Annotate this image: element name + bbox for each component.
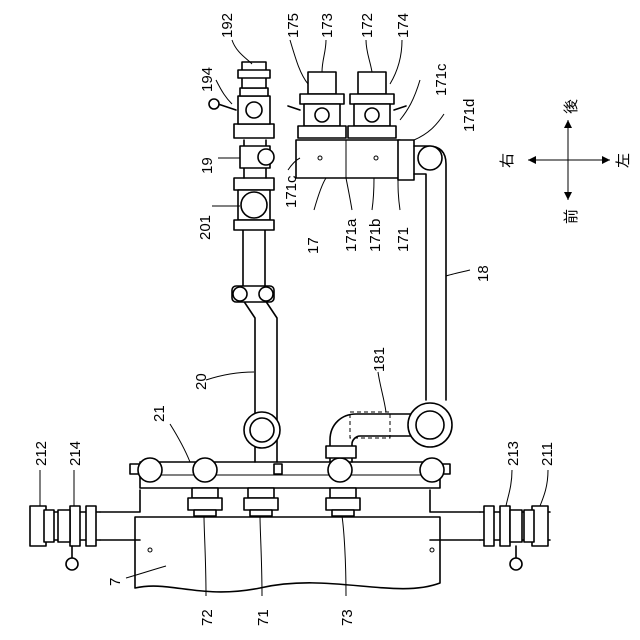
direction-right-label: 右 bbox=[498, 153, 516, 168]
direction-front-label: 前 bbox=[562, 209, 580, 224]
label-21: 21 bbox=[151, 405, 168, 422]
tank-7 bbox=[135, 517, 440, 592]
connector-72 bbox=[188, 488, 222, 516]
label-171c-top: 171c bbox=[433, 63, 450, 96]
label-172: 172 bbox=[359, 13, 376, 38]
label-73: 73 bbox=[339, 609, 356, 626]
pipe-20 bbox=[232, 228, 280, 462]
label-174: 174 bbox=[395, 13, 412, 38]
label-181: 181 bbox=[371, 347, 388, 372]
label-17: 17 bbox=[305, 237, 322, 254]
label-20: 20 bbox=[193, 373, 210, 390]
label-213: 213 bbox=[505, 441, 522, 466]
label-18: 18 bbox=[475, 265, 492, 282]
connector-73 bbox=[326, 488, 360, 516]
label-71: 71 bbox=[255, 609, 272, 626]
label-175: 175 bbox=[285, 13, 302, 38]
label-171a: 171a bbox=[343, 218, 360, 252]
coupling-192 bbox=[238, 62, 270, 88]
label-194: 194 bbox=[199, 67, 216, 92]
valve-173 bbox=[288, 72, 346, 138]
label-171d: 171d bbox=[461, 99, 478, 132]
direction-left-label: 左 bbox=[614, 153, 632, 168]
direction-indicator: 右 左 後 前 bbox=[498, 99, 632, 224]
label-19: 19 bbox=[199, 157, 216, 174]
elbow-181 bbox=[326, 403, 452, 462]
side-pipe-left bbox=[30, 490, 140, 570]
label-171: 171 bbox=[395, 227, 412, 252]
direction-rear-label: 後 bbox=[562, 99, 580, 114]
label-192: 192 bbox=[219, 13, 236, 38]
label-212: 212 bbox=[33, 441, 50, 466]
label-171b: 171b bbox=[367, 219, 384, 252]
side-pipe-right bbox=[430, 490, 550, 570]
label-7: 7 bbox=[107, 578, 124, 586]
label-211: 211 bbox=[539, 442, 556, 466]
manifold-21 bbox=[130, 462, 450, 488]
connector-71 bbox=[244, 488, 278, 516]
pipe-18 bbox=[398, 140, 446, 400]
label-72: 72 bbox=[199, 609, 216, 626]
label-201: 201 bbox=[197, 215, 214, 240]
valve-172 bbox=[348, 72, 406, 138]
label-171c-left: 171c bbox=[283, 175, 300, 208]
valve-194 bbox=[209, 88, 274, 138]
block-17 bbox=[296, 140, 400, 178]
label-214: 214 bbox=[67, 441, 84, 466]
pipe-19 bbox=[240, 140, 274, 178]
label-173: 173 bbox=[319, 13, 336, 38]
valve-201 bbox=[234, 178, 274, 230]
